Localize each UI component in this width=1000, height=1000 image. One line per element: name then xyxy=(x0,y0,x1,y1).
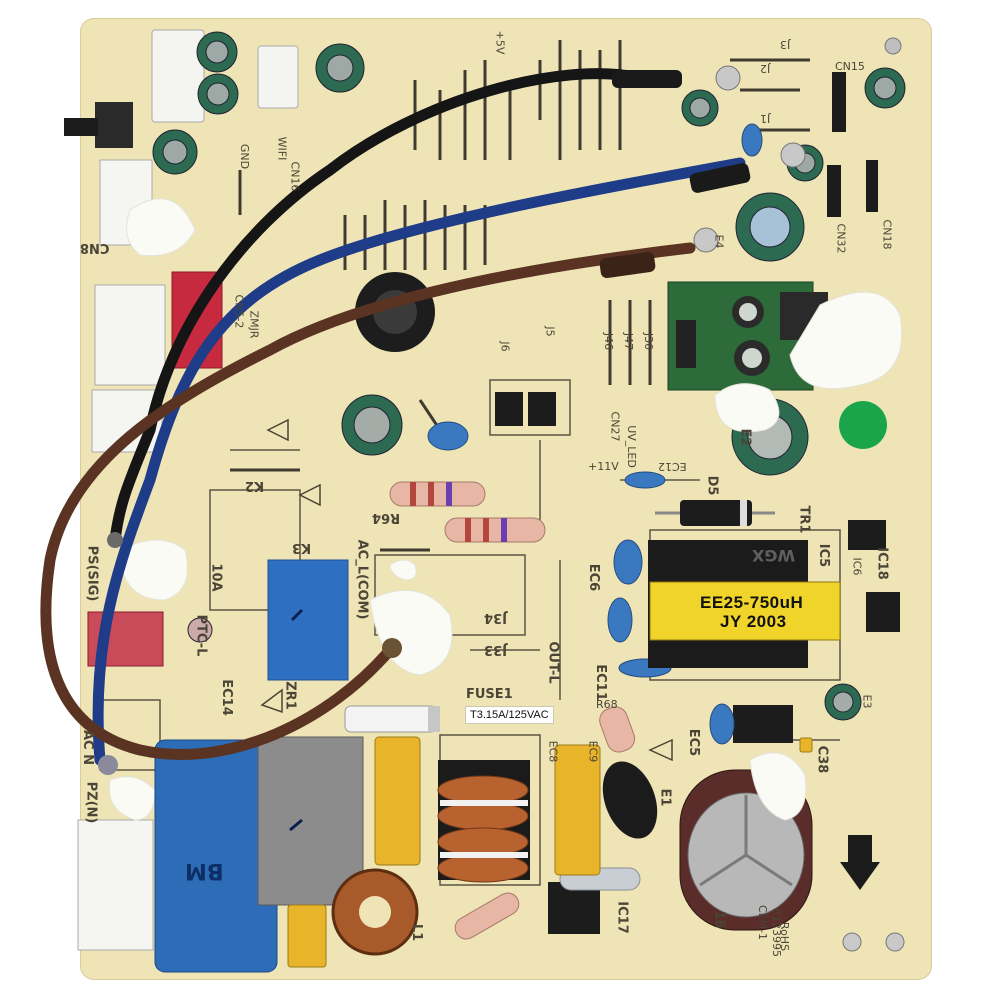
brown-wire xyxy=(40,242,696,760)
silk-j33: J33 xyxy=(484,642,507,657)
mounting-hole xyxy=(842,932,862,952)
silk-ec6: EC6 xyxy=(586,563,602,592)
silk-ptc-l: PTC-L xyxy=(193,614,209,657)
silk-e1: E1 xyxy=(657,788,673,807)
fuse xyxy=(344,705,438,733)
silk-fuse1: FUSE1 xyxy=(466,687,513,702)
silk-10a: 10A xyxy=(208,563,224,592)
flyback-marking: WGX xyxy=(752,546,796,565)
silk-uv-led: UV_LED xyxy=(624,425,638,468)
silk-cem1: CEM-1 xyxy=(756,904,770,941)
transformer-label-line2: JY 2003 xyxy=(720,612,787,631)
silk-16: 16 xyxy=(711,910,727,929)
silk-j30: J30 xyxy=(642,332,656,351)
silk-e2: E2 xyxy=(737,428,753,447)
silk-gnd: GND xyxy=(238,143,252,170)
silk-j2: J2 xyxy=(760,62,771,75)
green-dot xyxy=(839,401,887,449)
fuse-rating-label: T3.15A/125VAC xyxy=(465,706,554,724)
silk-e4: E4 xyxy=(712,234,726,249)
silk-r64: R64 xyxy=(372,510,401,525)
silk-ec11: EC11 xyxy=(592,664,608,701)
black-wire xyxy=(109,68,646,546)
diode-d5 xyxy=(680,500,752,526)
mounting-hole xyxy=(885,932,905,952)
silk-plus11v: +11V xyxy=(588,460,619,473)
silk-cn32: CN32 xyxy=(834,223,848,254)
silk-e3: E3 xyxy=(860,694,874,709)
x-capacitor-marking: BM xyxy=(185,858,224,883)
silk-cn18: CN18 xyxy=(880,219,894,250)
silk-l1: L1 xyxy=(409,923,425,942)
white-connector xyxy=(151,29,205,123)
silk-cn16: CN16 xyxy=(288,161,302,192)
arrow-down-icon xyxy=(840,862,880,890)
silk-j5: J5 xyxy=(543,326,557,337)
silk-ec9: EC9 xyxy=(586,740,600,763)
silk-ic18: IC18 xyxy=(874,547,890,580)
silk-j1: J1 xyxy=(760,112,771,125)
relay-k3 xyxy=(267,559,349,681)
silk-ec12: EC12 xyxy=(658,460,687,473)
silk-ic5: IC5 xyxy=(816,543,832,568)
silk-ac-l-com: AC_L(COM) xyxy=(354,539,370,620)
silk-c38: C38 xyxy=(814,745,830,774)
silk-zmjr: ZMJR xyxy=(247,310,261,339)
silk-k2: K2 xyxy=(245,478,265,493)
silk-rohs: RoHS xyxy=(778,921,792,952)
silk-j47: J47 xyxy=(622,332,636,351)
push-button xyxy=(95,102,133,148)
push-button-actuator xyxy=(64,118,98,136)
silk-r68: R68 xyxy=(596,698,618,711)
blue-wire xyxy=(92,157,746,766)
silk-ps-sig: PS(SIG) xyxy=(84,545,100,602)
silk-ec8: EC8 xyxy=(546,740,560,763)
silk-wifi: WIFI xyxy=(275,136,289,161)
silk-zr1: ZR1 xyxy=(282,681,298,710)
silk-ec14: EC14 xyxy=(218,679,234,716)
pz-connector xyxy=(77,819,154,951)
silk-k3: K3 xyxy=(292,540,312,555)
silk-d5: D5 xyxy=(704,475,720,496)
silk-pz-n: PZ(N) xyxy=(83,781,99,824)
silk-j46: J46 xyxy=(602,332,616,351)
silk-plus5v: +5V xyxy=(493,30,507,55)
silk-ec5: EC5 xyxy=(686,728,702,757)
silk-ic6: IC6 xyxy=(850,557,864,576)
silk-ic17: IC17 xyxy=(614,901,630,934)
silk-tr1: TR1 xyxy=(796,505,812,534)
silk-out-l: OUT-L xyxy=(545,641,561,684)
silk-cn15: CN15 xyxy=(835,60,865,73)
grey-relay xyxy=(257,736,364,906)
transformer-label-line1: EE25-750uH xyxy=(700,593,804,612)
silk-cn5: CN5-2 xyxy=(232,294,246,329)
silk-j34: J34 xyxy=(484,610,507,625)
mounting-hole xyxy=(884,37,902,55)
silk-j3: J3 xyxy=(780,38,791,51)
silk-cn8: CN8 xyxy=(80,240,110,255)
wifi-connector xyxy=(257,45,299,109)
silk-cn27: CN27 xyxy=(608,411,622,442)
white-connector xyxy=(94,284,166,386)
transformer-label xyxy=(649,581,841,641)
silk-ac-n: AC N xyxy=(80,729,96,766)
silk-j6: J6 xyxy=(498,341,512,352)
